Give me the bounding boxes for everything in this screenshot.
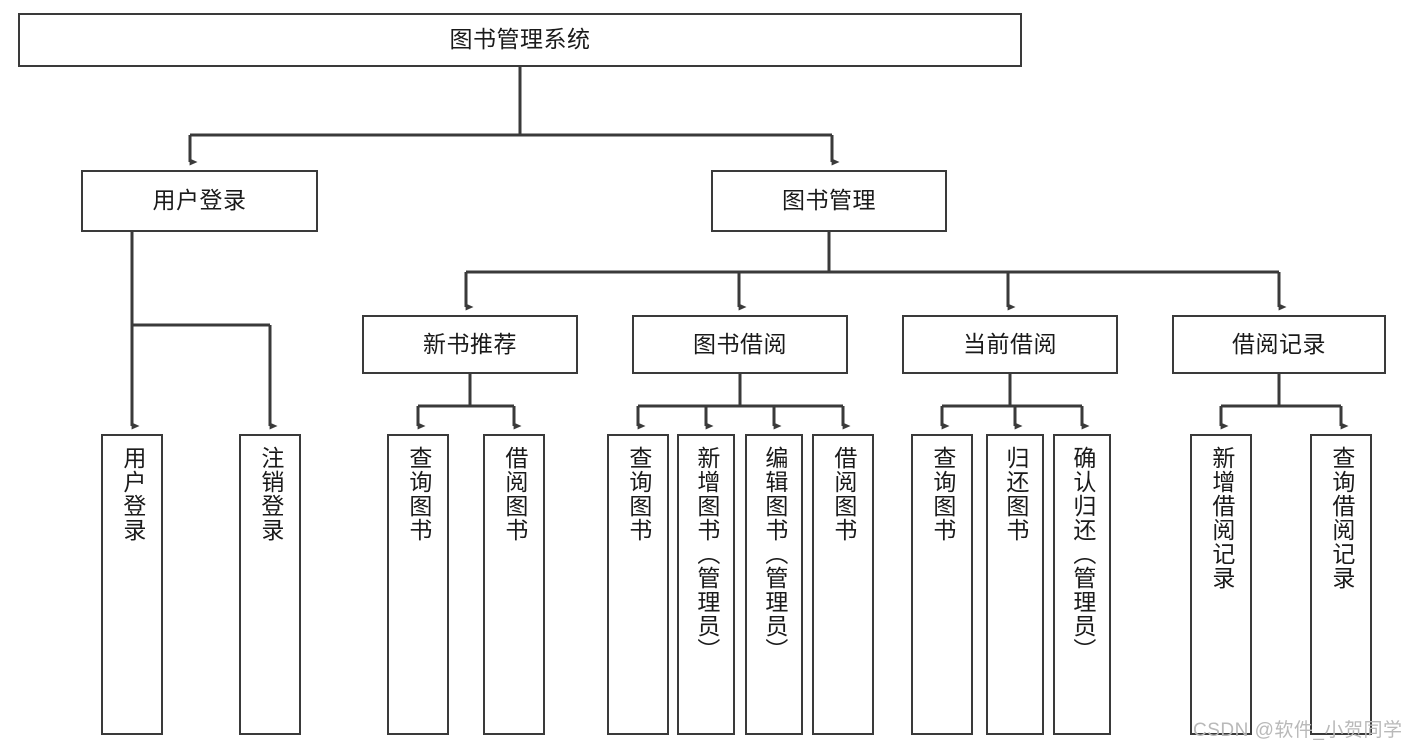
node-leaf-edit-book-label: 编辑图书（管理员）	[761, 446, 788, 662]
watermark: CSDN @软件_小贺同学	[1193, 720, 1403, 741]
node-leaf-confirm-return-label: 确认归还（管理员）	[1069, 446, 1096, 662]
node-current-borrow-label: 当前借阅	[963, 330, 1057, 357]
node-leaf-borrow-book-2[interactable]: 借阅图书	[812, 434, 874, 735]
node-leaf-logout-label: 注销登录	[257, 446, 284, 542]
node-leaf-query-book-3[interactable]: 查询图书	[911, 434, 973, 735]
node-root[interactable]: 图书管理系统	[18, 13, 1022, 67]
node-book-manage-label: 图书管理	[782, 187, 876, 214]
node-leaf-user-login-label: 用户登录	[119, 446, 146, 542]
node-leaf-user-login[interactable]: 用户登录	[101, 434, 163, 735]
node-leaf-confirm-return[interactable]: 确认归还（管理员）	[1053, 434, 1111, 735]
node-leaf-query-book-3-label: 查询图书	[929, 446, 956, 542]
node-leaf-add-book-label: 新增图书（管理员）	[693, 446, 720, 662]
node-leaf-return-book-label: 归还图书	[1002, 446, 1029, 542]
node-leaf-logout[interactable]: 注销登录	[239, 434, 301, 735]
node-leaf-query-book-1-label: 查询图书	[405, 446, 432, 542]
node-leaf-add-record-label: 新增借阅记录	[1208, 446, 1235, 590]
node-book-manage[interactable]: 图书管理	[711, 170, 947, 232]
node-root-label: 图书管理系统	[449, 26, 591, 53]
node-book-borrow[interactable]: 图书借阅	[632, 315, 848, 374]
node-leaf-borrow-book-2-label: 借阅图书	[830, 446, 857, 542]
node-current-borrow[interactable]: 当前借阅	[902, 315, 1118, 374]
node-leaf-query-record-label: 查询借阅记录	[1328, 446, 1355, 590]
node-leaf-edit-book[interactable]: 编辑图书（管理员）	[745, 434, 803, 735]
node-leaf-add-record[interactable]: 新增借阅记录	[1190, 434, 1252, 735]
node-leaf-query-book-2[interactable]: 查询图书	[607, 434, 669, 735]
node-borrow-record-label: 借阅记录	[1232, 330, 1326, 357]
node-book-borrow-label: 图书借阅	[693, 330, 787, 357]
node-borrow-record[interactable]: 借阅记录	[1172, 315, 1386, 374]
node-user-login[interactable]: 用户登录	[81, 170, 318, 232]
node-new-book-recommend[interactable]: 新书推荐	[362, 315, 578, 374]
node-leaf-query-book-2-label: 查询图书	[625, 446, 652, 542]
node-leaf-add-book[interactable]: 新增图书（管理员）	[677, 434, 735, 735]
node-new-book-recommend-label: 新书推荐	[423, 330, 517, 357]
node-leaf-borrow-book-1-label: 借阅图书	[501, 446, 528, 542]
node-leaf-borrow-book-1[interactable]: 借阅图书	[483, 434, 545, 735]
node-leaf-query-book-1[interactable]: 查询图书	[387, 434, 449, 735]
node-leaf-query-record[interactable]: 查询借阅记录	[1310, 434, 1372, 735]
node-user-login-label: 用户登录	[152, 187, 247, 214]
node-leaf-return-book[interactable]: 归还图书	[986, 434, 1044, 735]
